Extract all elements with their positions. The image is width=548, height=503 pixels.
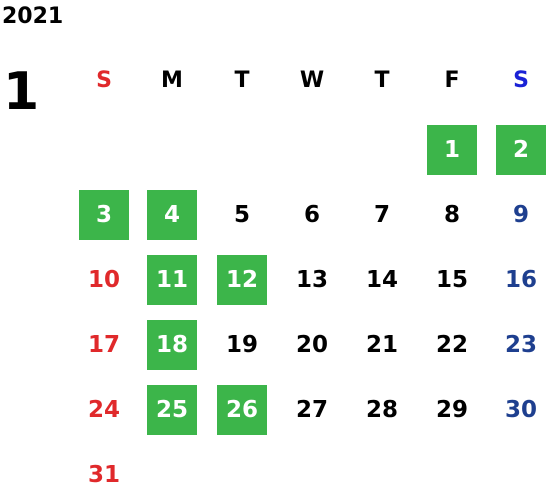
year-label: 2021 bbox=[2, 4, 64, 29]
day-cell-14[interactable]: 14 bbox=[365, 267, 398, 293]
day-cell-25[interactable]: 25 bbox=[147, 385, 197, 435]
month-number: 1 bbox=[3, 62, 40, 122]
day-cell-6[interactable]: 6 bbox=[303, 202, 320, 228]
day-cell-29[interactable]: 29 bbox=[435, 397, 468, 423]
day-cell-13[interactable]: 13 bbox=[295, 267, 328, 293]
day-cell-12[interactable]: 12 bbox=[217, 255, 267, 305]
day-cell-23[interactable]: 23 bbox=[504, 332, 537, 358]
day-cell-5[interactable]: 5 bbox=[233, 202, 250, 228]
weekday-mon: M bbox=[161, 68, 183, 93]
weekday-tue: T bbox=[234, 68, 250, 93]
day-cell-28[interactable]: 28 bbox=[365, 397, 398, 423]
day-cell-3[interactable]: 3 bbox=[79, 190, 129, 240]
weekday-fri: F bbox=[444, 68, 460, 93]
day-cell-31[interactable]: 31 bbox=[87, 462, 120, 488]
day-cell-18[interactable]: 18 bbox=[147, 320, 197, 370]
weekday-sun: S bbox=[96, 68, 112, 93]
day-cell-19[interactable]: 19 bbox=[225, 332, 258, 358]
day-cell-11[interactable]: 11 bbox=[147, 255, 197, 305]
day-cell-21[interactable]: 21 bbox=[365, 332, 398, 358]
day-cell-22[interactable]: 22 bbox=[435, 332, 468, 358]
day-cell-27[interactable]: 27 bbox=[295, 397, 328, 423]
day-cell-17[interactable]: 17 bbox=[87, 332, 120, 358]
day-cell-20[interactable]: 20 bbox=[295, 332, 328, 358]
day-cell-10[interactable]: 10 bbox=[87, 267, 120, 293]
day-cell-4[interactable]: 4 bbox=[147, 190, 197, 240]
weekday-sat: S bbox=[513, 68, 529, 93]
day-cell-30[interactable]: 30 bbox=[504, 397, 537, 423]
day-cell-24[interactable]: 24 bbox=[87, 397, 120, 423]
day-cell-1[interactable]: 1 bbox=[427, 125, 477, 175]
day-cell-2[interactable]: 2 bbox=[496, 125, 546, 175]
day-cell-26[interactable]: 26 bbox=[217, 385, 267, 435]
day-cell-9[interactable]: 9 bbox=[512, 202, 529, 228]
day-cell-8[interactable]: 8 bbox=[443, 202, 460, 228]
weekday-thu: T bbox=[374, 68, 390, 93]
day-cell-16[interactable]: 16 bbox=[504, 267, 537, 293]
day-cell-15[interactable]: 15 bbox=[435, 267, 468, 293]
day-cell-7[interactable]: 7 bbox=[373, 202, 390, 228]
weekday-wed: W bbox=[299, 68, 325, 93]
